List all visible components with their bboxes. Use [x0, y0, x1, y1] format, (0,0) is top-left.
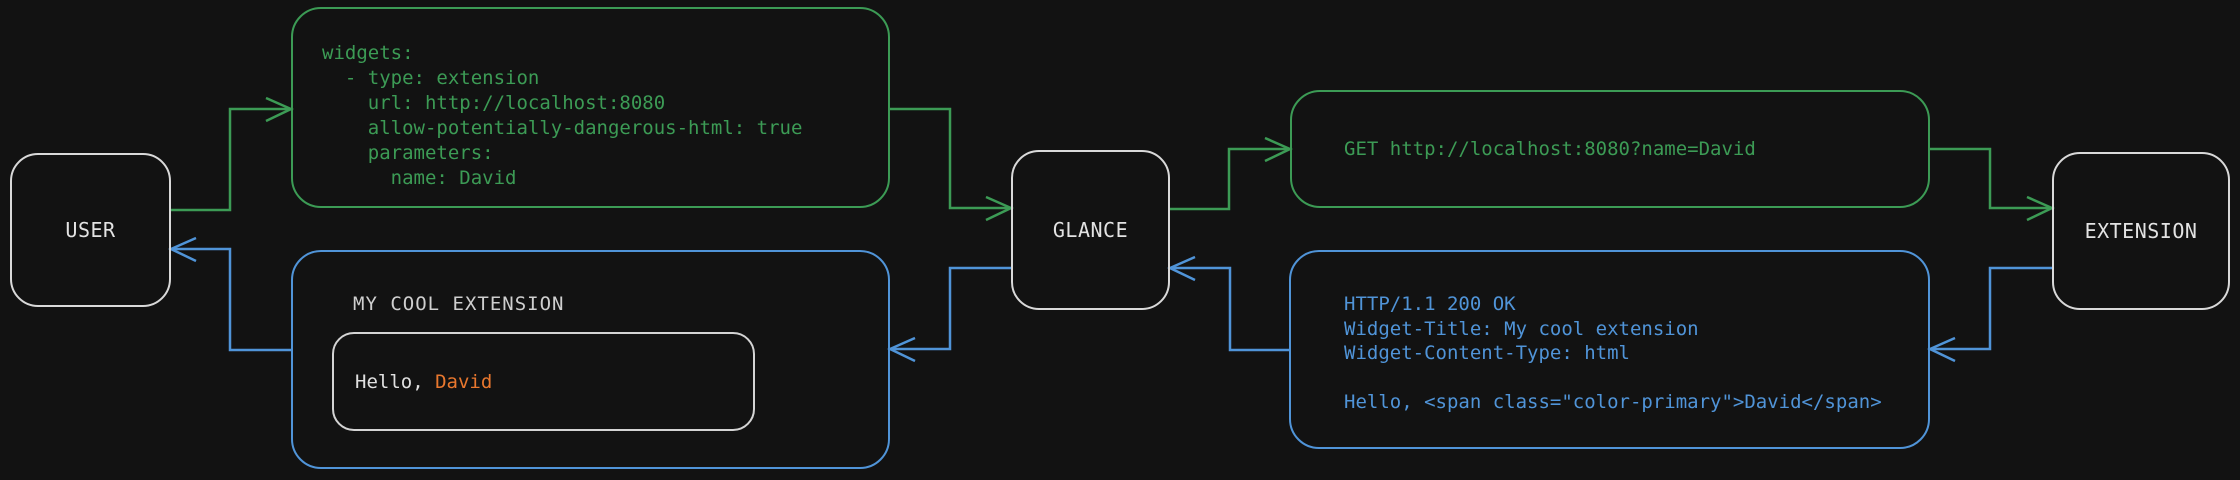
arrowhead-config-to-glance [985, 195, 1014, 222]
arrow-response-to-glance [1172, 266, 1289, 352]
arrowhead-extension-to-response [1927, 336, 1956, 363]
widget-greeting-box: Hello, David [332, 332, 755, 431]
glance-node-label: GLANCE [1052, 218, 1129, 242]
arrowhead-glance-to-request [1264, 136, 1293, 163]
arrowhead-user-to-config [265, 96, 294, 123]
arrowhead-response-to-glance [1167, 255, 1196, 282]
http-response-line: Widget-Title: My cool extension [1344, 317, 1699, 340]
glance-node: GLANCE [1011, 150, 1170, 310]
yaml-config-line: url: http://localhost:8080 [322, 92, 666, 114]
arrow-config-to-glance [890, 107, 1009, 210]
user-node-label: USER [65, 218, 116, 242]
yaml-config-box: widgets: - type: extension url: http://l… [291, 7, 890, 208]
yaml-config-line: name: David [322, 167, 517, 189]
extension-node: EXTENSION [2052, 152, 2230, 310]
yaml-config-line: widgets: [322, 42, 414, 64]
greeting-name: David [435, 370, 493, 393]
arrowhead-glance-to-widget [887, 336, 916, 363]
arrow-glance-to-widget [892, 266, 1011, 351]
extension-node-label: EXTENSION [2084, 219, 2198, 243]
arrow-extension-to-response [1932, 266, 2052, 351]
arrowhead-widget-to-user [168, 236, 197, 263]
user-node: USER [10, 153, 171, 307]
arrow-request-to-extension [1930, 147, 2050, 210]
http-request-text: GET http://localhost:8080?name=David [1344, 138, 1756, 160]
widget-preview-box: MY COOL EXTENSION Hello, David [291, 250, 890, 469]
http-response-box: HTTP/1.1 200 OK Widget-Title: My cool ex… [1289, 250, 1930, 449]
widget-title: MY COOL EXTENSION [353, 293, 565, 315]
yaml-config-line: allow-potentially-dangerous-html: true [322, 117, 803, 139]
http-response-line: HTTP/1.1 200 OK [1344, 293, 1516, 315]
yaml-config-line: - type: extension [322, 67, 540, 89]
arrow-widget-to-user [173, 247, 291, 352]
widget-greeting: Hello, David [355, 371, 492, 393]
http-response-line: Hello, <span class="color-primary">David… [1344, 391, 1882, 413]
yaml-config-line: parameters: [322, 142, 494, 164]
arrow-glance-to-request [1170, 147, 1288, 211]
arrowhead-request-to-extension [2026, 195, 2055, 222]
arrow-user-to-config [171, 107, 289, 212]
http-response-line: Widget-Content-Type: html [1344, 342, 1630, 364]
http-request-box: GET http://localhost:8080?name=David [1290, 90, 1930, 208]
greeting-prefix: Hello, [355, 370, 436, 393]
http-response-line [1344, 366, 1928, 391]
